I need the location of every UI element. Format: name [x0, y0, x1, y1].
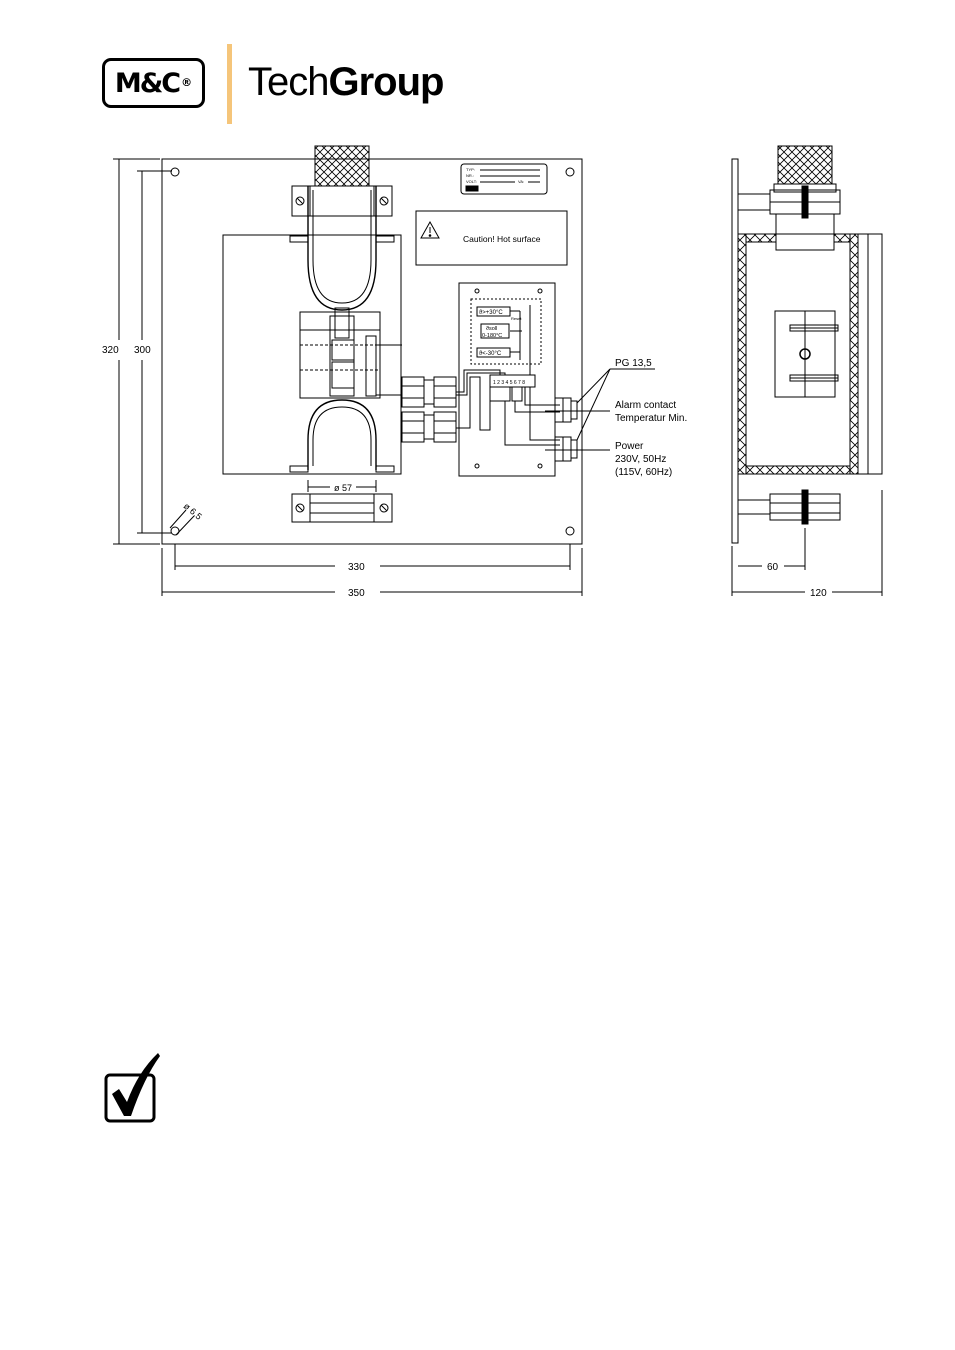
checkmark-checkbox-icon	[102, 1050, 162, 1125]
terminal-labels: 1 2 3 4 5 6 7 8	[493, 380, 525, 386]
side-cover	[868, 234, 882, 474]
dim-hole-diameter: ø 6,5	[182, 501, 204, 522]
dim-width-inner: 330	[348, 562, 365, 573]
side-top-pipe	[776, 214, 834, 250]
nameplate-typ: TYP:	[466, 167, 475, 172]
filter-housing	[300, 312, 380, 398]
dim-width-outer: 350	[348, 588, 365, 599]
lower-pipe	[308, 400, 376, 470]
nameplate-volt: VOLT:	[466, 179, 477, 184]
label-setpoint: ϑsoll	[486, 326, 497, 332]
label-high-temp: ϑ>+30°C	[479, 310, 503, 316]
dim-pipe-diameter: ø 57	[334, 483, 352, 493]
side-plate	[732, 159, 738, 543]
label-alarm-2: Temperatur Min.	[615, 413, 687, 424]
mounting-hole	[566, 168, 574, 176]
top-clamp	[292, 186, 392, 216]
label-low-temp: ϑ<-30°C	[479, 351, 502, 357]
nameplate-va: VA:	[518, 179, 524, 184]
dim-height-inner: 300	[134, 345, 151, 356]
cable-glands-left	[402, 377, 456, 442]
front-view: TYP: NR.: VOLT: VA: Caution! Hot surface…	[113, 146, 655, 596]
label-power-2: 230V, 50Hz	[615, 454, 666, 465]
caution-text: Caution! Hot surface	[463, 234, 541, 244]
nameplate-nr: NR.:	[466, 173, 474, 178]
top-hose	[315, 146, 369, 186]
label-setpoint-range: 0-180°C	[482, 333, 502, 339]
upper-pipe	[308, 186, 376, 310]
label-alarm-1: Alarm contact	[615, 400, 676, 411]
side-top-hose	[778, 146, 832, 184]
label-reset: Reset	[511, 316, 522, 321]
dim-depth-inner: 60	[767, 562, 779, 573]
label-power-1: Power	[615, 441, 644, 452]
mounting-hole	[566, 527, 574, 535]
dim-height-outer: 320	[102, 345, 119, 356]
label-power-3: (115V, 60Hz)	[615, 467, 672, 478]
technical-drawing: TYP: NR.: VOLT: VA: Caution! Hot surface…	[0, 0, 955, 640]
heated-box	[223, 235, 401, 474]
bottom-clamp	[292, 494, 392, 522]
side-enclosure	[738, 234, 868, 474]
side-view	[732, 146, 882, 596]
dim-depth-outer: 120	[810, 588, 827, 599]
mounting-hole	[171, 168, 179, 176]
cable-glands-right	[555, 398, 577, 461]
label-pg: PG 13,5	[615, 358, 652, 369]
